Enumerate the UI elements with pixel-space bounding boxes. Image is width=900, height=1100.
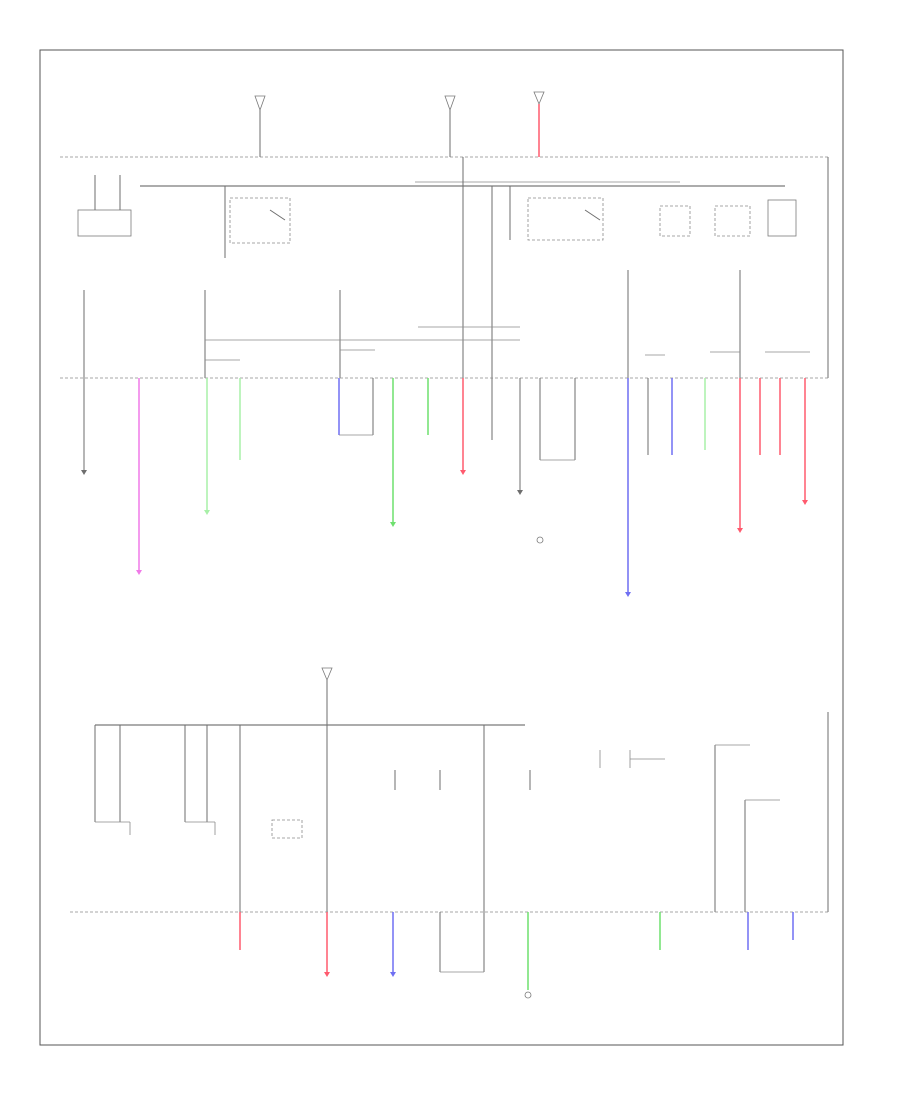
bottom-ground-connector xyxy=(524,991,532,999)
relay-box-center xyxy=(527,197,604,241)
main-relay-box xyxy=(229,197,291,244)
battery-source-connector-1 xyxy=(254,95,266,112)
bottom-section xyxy=(70,667,829,999)
relay-box-right-1 xyxy=(659,205,691,237)
ground-connector xyxy=(536,536,544,544)
diagram-frame xyxy=(39,49,844,1046)
top-section xyxy=(60,91,829,597)
fusible-link-connector xyxy=(533,91,545,106)
relay-block-left xyxy=(77,209,132,237)
relay-box-right-2 xyxy=(714,205,751,237)
battery-source-connector-2 xyxy=(444,95,456,112)
relay-box-bottom xyxy=(271,819,303,839)
ignition-source-connector xyxy=(321,667,333,682)
relay-box-right-3 xyxy=(767,199,797,237)
